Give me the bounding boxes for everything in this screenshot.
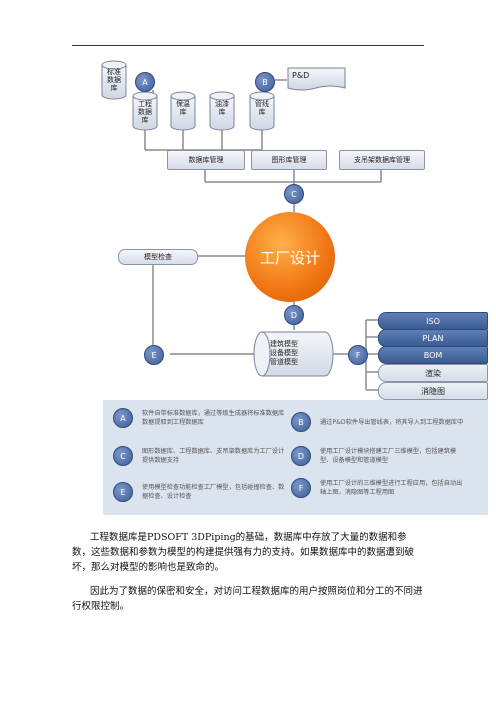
insulation-db-label: 保温库 <box>176 100 190 116</box>
standard-db-cylinder <box>101 60 127 100</box>
support-db-management-box: 支吊架数据库管理 <box>339 150 425 170</box>
legend-item-f: F 使用工厂设计的三维模型进行工程应用，包括自动出轴上图，消隐图等工程用图 <box>291 478 465 498</box>
db-management-box: 数据库管理 <box>167 150 245 170</box>
paint-db-label: 油漆库 <box>215 100 229 116</box>
legend-badge-f: F <box>291 478 311 498</box>
connector-lines <box>144 79 382 391</box>
output-render: 渲染 <box>378 364 488 382</box>
output-bom: BOM <box>378 346 488 364</box>
header-rule <box>72 45 424 46</box>
workflow-diagram <box>101 60 382 391</box>
plant-design-node: 工厂设计 <box>245 212 335 302</box>
model-check-box: 模型检查 <box>118 249 198 265</box>
pid-label: P&D <box>292 71 310 80</box>
legend-text-d: 使用工厂设计模块搭建工厂三维模型，包括建筑模型、设备模型和管道模型 <box>320 448 457 464</box>
badge-b: B <box>255 72 275 92</box>
paint-db-cylinder <box>209 91 235 131</box>
project-db-label: 工程数据库 <box>138 100 152 124</box>
legend-badge-d: D <box>291 446 311 466</box>
project-db-cylinder <box>132 91 158 131</box>
pid-document-shape <box>287 67 346 91</box>
badge-e: E <box>144 345 164 365</box>
legend-text-c: 图形数据库、工程数据库、支吊架数据库为工厂设计提供数据支持 <box>142 448 285 464</box>
output-iso: ISO <box>378 312 488 330</box>
body-paragraph-2: 因此为了数据的保密和安全，对访问工程数据库的用户按照岗位和分工的不同进行权限控制… <box>72 586 423 612</box>
legend-panel: A 软件自带标准数据库，通过等级生成器将标准数据库数据提取到工程数据库 B 通过… <box>103 400 488 515</box>
legend-badge-e: E <box>113 482 133 502</box>
insulation-db-cylinder <box>170 91 196 131</box>
legend-item-c: C 图形数据库、工程数据库、支吊架数据库为工厂设计提供数据支持 <box>113 446 287 466</box>
output-plan: PLAN <box>378 329 488 347</box>
legend-text-e: 使用模型检查功能检查工厂模型，包括碰撞检查、数据检查、设计检查 <box>142 484 285 500</box>
models-label: 建筑模型 设备模型 管道模型 <box>270 340 298 366</box>
model-cylinder <box>253 331 334 377</box>
legend-item-d: D 使用工厂设计模块搭建工厂三维模型，包括建筑模型、设备模型和管道模型 <box>291 446 465 466</box>
badge-f: F <box>348 345 368 365</box>
legend-item-e: E 使用模型检查功能检查工厂模型，包括碰撞检查、数据检查、设计检查 <box>113 482 287 502</box>
legend-text-b: 通过P&D软件导出管线表，将其导入到工程数据库中 <box>320 418 464 426</box>
legend-text-a: 软件自带标准数据库，通过等级生成器将标准数据库数据提取到工程数据库 <box>142 410 285 426</box>
standard-db-label: 标准数据库 <box>107 68 121 92</box>
pipeline-db-cylinder <box>249 91 275 131</box>
badge-a: A <box>135 72 155 92</box>
graphics-management-box: 图形库管理 <box>251 150 327 170</box>
legend-badge-a: A <box>113 408 133 428</box>
legend-text-f: 使用工厂设计的三维模型进行工程应用，包括自动出轴上图，消隐图等工程用图 <box>320 480 463 496</box>
pipeline-db-label: 管线库 <box>255 100 269 116</box>
legend-item-a: A 软件自带标准数据库，通过等级生成器将标准数据库数据提取到工程数据库 <box>113 408 287 428</box>
badge-d: D <box>284 305 304 325</box>
body-paragraph-1: 工程数据库是PDSOFT 3DPiping的基础，数据库中存放了大量的数据和参数… <box>72 532 415 573</box>
output-hidden-line: 消隐图 <box>378 382 488 400</box>
legend-badge-b: B <box>291 412 311 432</box>
badge-c: C <box>284 184 304 204</box>
legend-item-b: B 通过P&D软件导出管线表，将其导入到工程数据库中 <box>291 412 465 432</box>
legend-badge-c: C <box>113 446 133 466</box>
